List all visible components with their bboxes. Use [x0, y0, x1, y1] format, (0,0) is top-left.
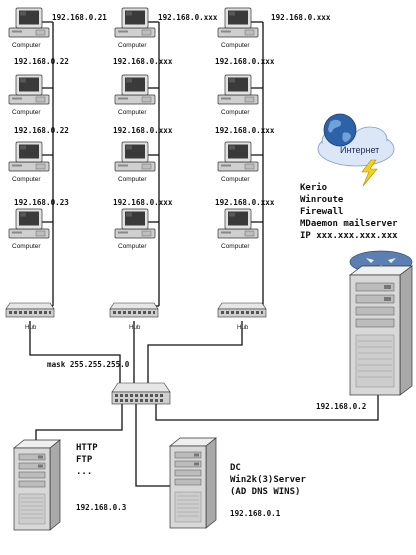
computer-ip: 192.168.0.xxx [113, 57, 173, 66]
gateway-line-1: Kerio [300, 182, 327, 193]
hub-icon [5, 302, 55, 318]
computer-ip: 192.168.0.xxx [113, 126, 173, 135]
hub-label: Hub [129, 324, 141, 331]
computer-ip: 192.168.0.22 [14, 57, 69, 66]
gateway-line-2: Winroute [300, 194, 344, 205]
web-server-line-2: FTP [76, 455, 93, 465]
computer-label: Computer [118, 243, 147, 250]
dc-line-3: (AD DNS WINS) [230, 487, 300, 497]
dc-line-2: Win2k(3)Server [230, 474, 306, 485]
computer-column-2: Computer Computer Computer Computer 192.… [113, 7, 218, 250]
computer-icon [8, 74, 50, 105]
web-server: HTTP FTP ... 192.168.0.3 [13, 439, 127, 531]
globe-icon [323, 113, 357, 147]
server-tower-icon [13, 439, 61, 531]
computer-label: Computer [12, 109, 41, 116]
gateway-line-3: Firewall [300, 206, 343, 217]
computer-label: Computer [118, 109, 147, 116]
subnet-mask-label: mask 255.255.255.0 [47, 360, 130, 369]
computer-ip: 192.168.0.xxx [215, 198, 275, 207]
computer-ip: 192.168.0.xxx [113, 198, 173, 207]
computer-ip: 192.168.0.21 [52, 13, 107, 22]
hub-label: Hub [237, 324, 249, 331]
hub-1: Hub [5, 302, 55, 331]
computer-icon [114, 208, 156, 239]
gateway-ip: 192.168.0.2 [316, 402, 366, 411]
hub-3: Hub [217, 302, 267, 331]
hub-icon [217, 302, 267, 318]
domain-controller-server: DC Win2k(3)Server (AD DNS WINS) 192.168.… [169, 437, 306, 529]
computer-column-3: Computer Computer Computer Computer 192.… [215, 7, 331, 250]
main-switch: mask 255.255.255.0 [47, 360, 171, 405]
hub-2: Hub [109, 302, 159, 331]
server-tower-icon [348, 265, 414, 396]
dc-line-1: DC [230, 463, 241, 473]
computer-icon [114, 141, 156, 172]
computer-icon [217, 208, 259, 239]
computer-label: Computer [221, 42, 250, 49]
computer-label: Computer [221, 243, 250, 250]
switch-icon [111, 382, 171, 405]
dc-ip: 192.168.0.1 [230, 509, 281, 518]
computer-ip: 192.168.0.xxx [215, 57, 275, 66]
server-tower-icon [169, 437, 217, 529]
computer-ip: 192.168.0.22 [14, 126, 69, 135]
computer-label: Computer [12, 176, 41, 183]
web-server-line-1: HTTP [76, 443, 98, 453]
gateway-line-5: IP xxx.xxx.xxx.xxx [300, 231, 398, 241]
computer-icon [8, 141, 50, 172]
gateway-line-4: MDaemon mailserver [300, 218, 398, 229]
computer-ip: 192.168.0.23 [14, 198, 69, 207]
gateway-server: Kerio Winroute Firewall MDaemon mailserv… [300, 182, 414, 411]
computer-label: Computer [12, 243, 41, 250]
internet-cloud: Интернет [317, 113, 395, 187]
computer-label: Computer [221, 109, 250, 116]
lightning-icon [361, 159, 378, 187]
web-server-ip: 192.168.0.3 [76, 503, 127, 512]
computer-label: Computer [118, 42, 147, 49]
computer-icon [114, 74, 156, 105]
computer-label: Computer [221, 176, 250, 183]
computer-ip: 192.168.0.xxx [271, 13, 331, 22]
computer-label: Computer [12, 42, 41, 49]
computer-label: Computer [118, 176, 147, 183]
computer-icon [217, 141, 259, 172]
web-server-line-3: ... [76, 467, 92, 477]
computer-icon [217, 74, 259, 105]
network-cables [29, 21, 379, 487]
computer-icon [8, 208, 50, 239]
hub-label: Hub [25, 324, 37, 331]
internet-label: Интернет [340, 145, 379, 155]
hub-icon [109, 302, 159, 318]
computer-ip: 192.168.0.xxx [215, 126, 275, 135]
computer-ip: 192.168.0.xxx [158, 13, 218, 22]
computer-column-1: Computer Computer Computer Computer 192.… [8, 7, 107, 250]
